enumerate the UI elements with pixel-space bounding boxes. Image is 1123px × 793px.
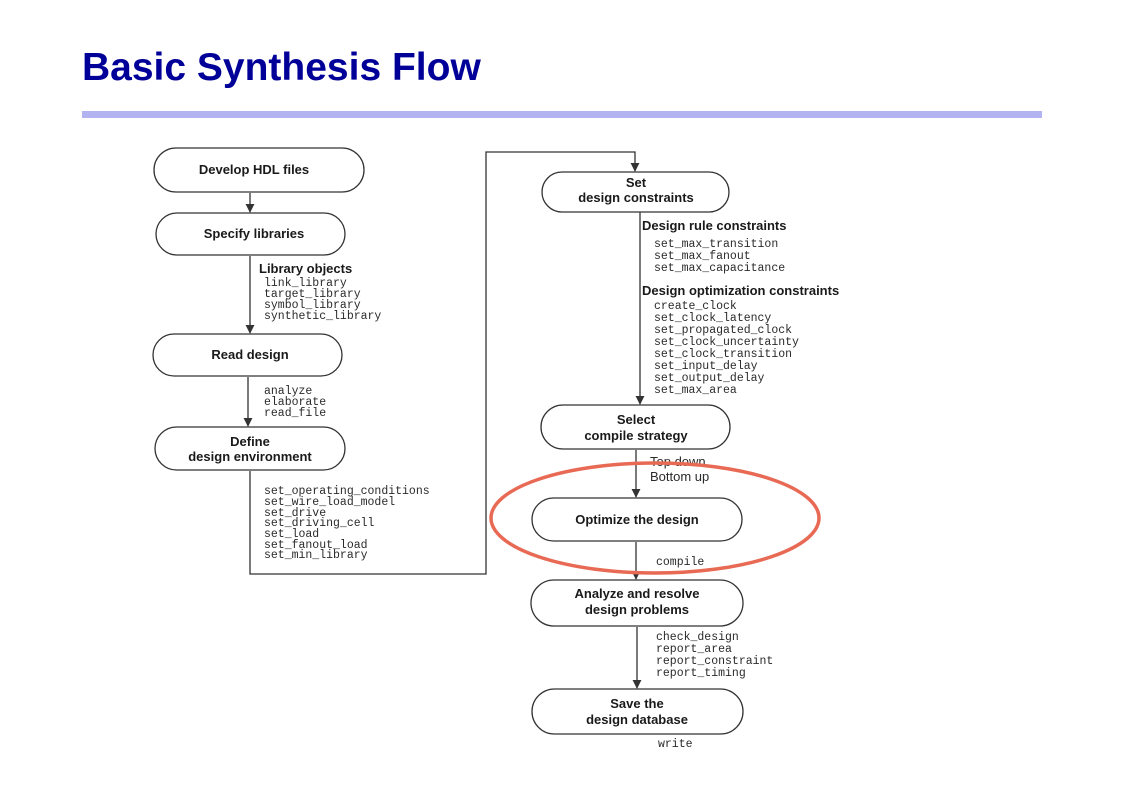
library-objects-list: link_library target_library symbol_libra… (264, 277, 381, 323)
node-specify-libraries: Specify libraries (155, 212, 346, 256)
node-set-constraints-line2: design constraints (578, 190, 694, 205)
cmd-read-file: read_file (264, 407, 326, 420)
node-analyze-resolve: Analyze and resolve design problems (530, 579, 744, 627)
cmd-set-clock-transition: set_clock_transition (654, 348, 792, 361)
cmd-synthetic-library: synthetic_library (264, 310, 381, 323)
node-specify-libraries-label: Specify libraries (204, 226, 304, 241)
node-read-design: Read design (152, 333, 343, 377)
environment-commands-list: set_operating_conditions set_wire_load_m… (264, 485, 430, 562)
design-rule-commands-list: set_max_transition set_max_fanout set_ma… (654, 238, 785, 275)
cmd-set-wire-load-model: set_wire_load_model (264, 496, 395, 509)
cmd-set-clock-latency: set_clock_latency (654, 312, 771, 325)
cmd-target-library: target_library (264, 288, 361, 301)
cmd-set-min-library: set_min_library (264, 549, 368, 562)
node-save-database-line1: Save the (610, 696, 663, 711)
cmd-set-clock-uncertainty: set_clock_uncertainty (654, 336, 799, 349)
node-analyze-resolve-line2: design problems (585, 602, 689, 617)
left-connectors (243, 151, 640, 575)
node-select-strategy: Select compile strategy (540, 404, 731, 450)
cmd-create-clock: create_clock (654, 300, 737, 313)
node-develop-hdl-label: Develop HDL files (199, 162, 309, 177)
cmd-report-timing: report_timing (656, 667, 746, 680)
cmd-symbol-library: symbol_library (264, 299, 361, 312)
cmd-set-propagated-clock: set_propagated_clock (654, 324, 792, 337)
highlight-ellipse (489, 461, 821, 575)
strategy-bottom-up: Bottom up (650, 469, 709, 484)
node-select-strategy-line1: Select (617, 412, 656, 427)
strategy-list: Top down Bottom up (650, 454, 709, 484)
cmd-analyze: analyze (264, 385, 312, 398)
cmd-elaborate: elaborate (264, 396, 326, 409)
cmd-set-driving-cell: set_driving_cell (264, 517, 375, 530)
page-title: Basic Synthesis Flow (82, 46, 481, 89)
cmd-set-max-capacitance: set_max_capacitance (654, 262, 785, 275)
cmd-link-library: link_library (264, 277, 347, 290)
cmd-write: write (658, 738, 693, 751)
node-save-database: Save the design database (531, 688, 744, 735)
node-select-strategy-line2: compile strategy (584, 428, 688, 443)
title-underline (82, 111, 1042, 118)
cmd-set-max-area: set_max_area (654, 384, 737, 397)
cmd-set-input-delay: set_input_delay (654, 360, 758, 373)
cmd-report-area: report_area (656, 643, 732, 656)
design-optimization-header: Design optimization constraints (642, 283, 839, 298)
design-rule-header: Design rule constraints (642, 218, 786, 233)
cmd-set-operating-conditions: set_operating_conditions (264, 485, 430, 498)
node-analyze-resolve-line1: Analyze and resolve (575, 586, 700, 601)
cmd-set-max-transition: set_max_transition (654, 238, 778, 251)
cmd-set-load: set_load (264, 528, 319, 541)
node-save-database-line2: design database (586, 712, 688, 727)
node-set-constraints-line1: Set (626, 175, 647, 190)
cmd-set-max-fanout: set_max_fanout (654, 250, 751, 263)
read-commands-list: analyze elaborate read_file (264, 385, 326, 420)
cmd-set-output-delay: set_output_delay (654, 372, 765, 385)
design-optimization-commands-list: create_clock set_clock_latency set_propa… (654, 300, 799, 397)
library-objects-header: Library objects (259, 261, 352, 276)
node-read-design-label: Read design (211, 347, 288, 362)
node-optimize: Optimize the design (531, 497, 743, 542)
node-define-environment: Define design environment (154, 426, 346, 471)
cmd-check-design: check_design (656, 631, 739, 644)
cmd-compile: compile (656, 556, 704, 569)
node-set-constraints: Set design constraints (541, 171, 730, 213)
cmd-set-drive: set_drive (264, 507, 326, 520)
node-define-environment-line2: design environment (188, 449, 312, 464)
node-define-environment-line1: Define (230, 434, 270, 449)
cmd-set-fanout-load: set_fanout_load (264, 539, 368, 552)
node-optimize-label: Optimize the design (575, 512, 699, 527)
analyze-commands-list: check_design report_area report_constrai… (656, 631, 773, 680)
node-develop-hdl: Develop HDL files (153, 147, 365, 193)
cmd-report-constraint: report_constraint (656, 655, 773, 668)
